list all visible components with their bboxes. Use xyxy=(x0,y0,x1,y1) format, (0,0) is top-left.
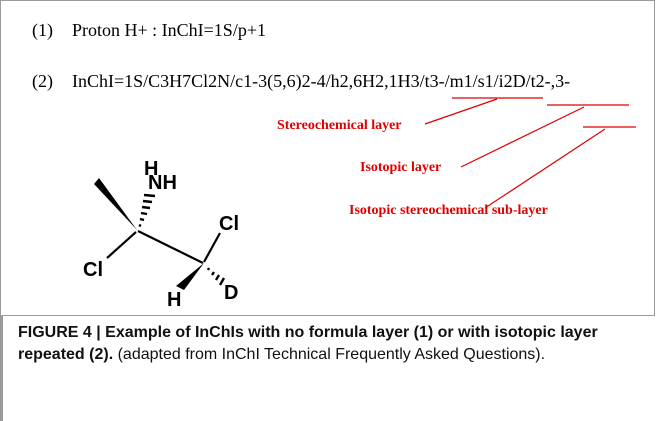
caption-title: FIGURE 4 | Example of InChIs with no for… xyxy=(18,324,598,363)
inchi-isotopic-stereo-segment: /t2-,3- xyxy=(525,71,571,91)
annotation-leaders xyxy=(424,97,636,209)
isostereo-leader xyxy=(484,128,606,209)
atom-cl-left: Cl xyxy=(83,259,103,281)
figure-panel xyxy=(0,0,655,316)
caption-accent-bar xyxy=(0,316,3,421)
atom-cl-right: Cl xyxy=(219,213,239,235)
inchi-line-2: (2) InChI=1S/C3H7Cl2N/c1-3(5,6)2-4/h2,6H2… xyxy=(32,71,570,92)
wedge-bond-h xyxy=(176,263,204,290)
inchi-main-layers: InChI=1S/C3H7Cl2N/c1-3(5,6)2-4/h2,6H2,1H… xyxy=(72,71,420,91)
hash-bond-d xyxy=(206,267,226,286)
isotopic-leader xyxy=(460,106,585,168)
figure-caption: FIGURE 4 | Example of InChIs with no for… xyxy=(18,322,648,366)
wedge-bond-methyl xyxy=(94,178,137,230)
caption-source: (adapted from InChI Technical Frequently… xyxy=(113,346,546,363)
stereo-leader xyxy=(424,98,498,125)
line-1-number: (1) xyxy=(32,20,53,40)
atom-h-bottom: H xyxy=(167,289,182,311)
isotopic-stereo-sublayer-label: Isotopic stereochemical sub-layer xyxy=(349,203,548,218)
hash-bond-nh xyxy=(138,193,156,228)
inchi-isotopic-segment: /i2D xyxy=(493,71,526,91)
figure-drawing xyxy=(94,97,636,290)
inchi-line-1: (1) Proton H+ : InChI=1S/p+1 xyxy=(32,20,266,41)
stereochemical-layer-label: Stereochemical layer xyxy=(277,118,402,133)
c-cl-right-bond xyxy=(203,232,221,263)
isotopic-layer-label: Isotopic layer xyxy=(360,160,442,175)
atom-nh: NH xyxy=(148,172,177,194)
molecule-structure xyxy=(94,178,226,290)
c-c-bond xyxy=(137,230,204,264)
line-2-number: (2) xyxy=(32,71,53,91)
inchi-stereo-segment: /t3-/m1/s1 xyxy=(419,71,494,91)
atom-h-top: H xyxy=(144,158,159,180)
line-1-text: Proton H+ : InChI=1S/p+1 xyxy=(72,20,266,40)
atom-d: D xyxy=(224,282,239,304)
c-cl-left-bond xyxy=(106,231,137,259)
